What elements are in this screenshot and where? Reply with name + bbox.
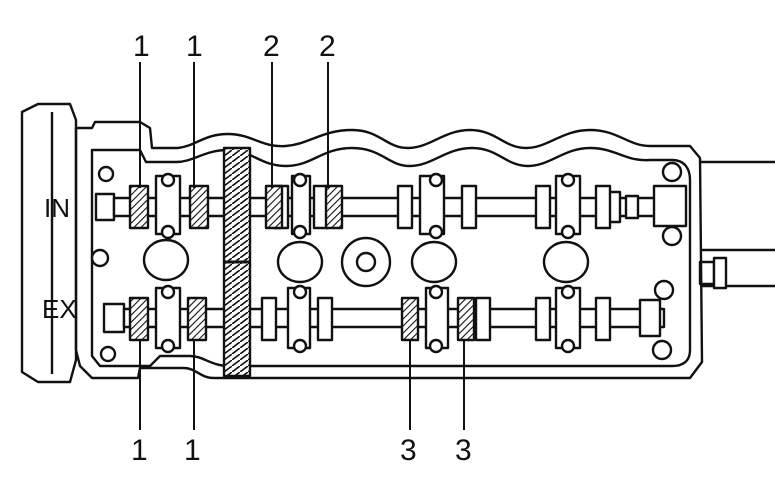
callout-bottom-3: 3 <box>400 434 417 467</box>
intake-bolts <box>160 172 576 240</box>
plug-wells <box>142 236 590 288</box>
exhaust-bolts <box>160 284 576 354</box>
intake-camshaft <box>94 174 688 236</box>
exhaust-lobe-1a <box>128 296 150 342</box>
intake-lobe-2a <box>264 184 284 230</box>
callout-top-1: 1 <box>133 30 150 63</box>
callout-top-4: 2 <box>319 30 336 63</box>
cylinder-head-outline <box>74 120 704 380</box>
flange-outline <box>20 102 78 384</box>
exhaust-label: EX <box>42 294 77 324</box>
exhaust-lobe-3b <box>456 296 476 342</box>
intake-lobe-1a <box>128 184 150 230</box>
inner-outline <box>90 146 692 368</box>
leader-lines <box>139 62 465 430</box>
exhaust-lobe-3a <box>400 296 420 342</box>
callout-top-2: 1 <box>186 30 203 63</box>
intake-lobe-1b <box>188 184 210 230</box>
intake-label: IN <box>44 193 70 223</box>
callout-bottom-2: 1 <box>184 434 201 467</box>
callout-bottom-4: 3 <box>455 434 472 467</box>
exhaust-lobe-1b <box>186 296 208 342</box>
intake-lobe-2b <box>324 184 344 230</box>
callout-top-3: 2 <box>263 30 280 63</box>
head-bolts <box>90 161 683 363</box>
callout-bottom-1: 1 <box>131 434 148 467</box>
exhaust-camshaft <box>102 286 666 350</box>
